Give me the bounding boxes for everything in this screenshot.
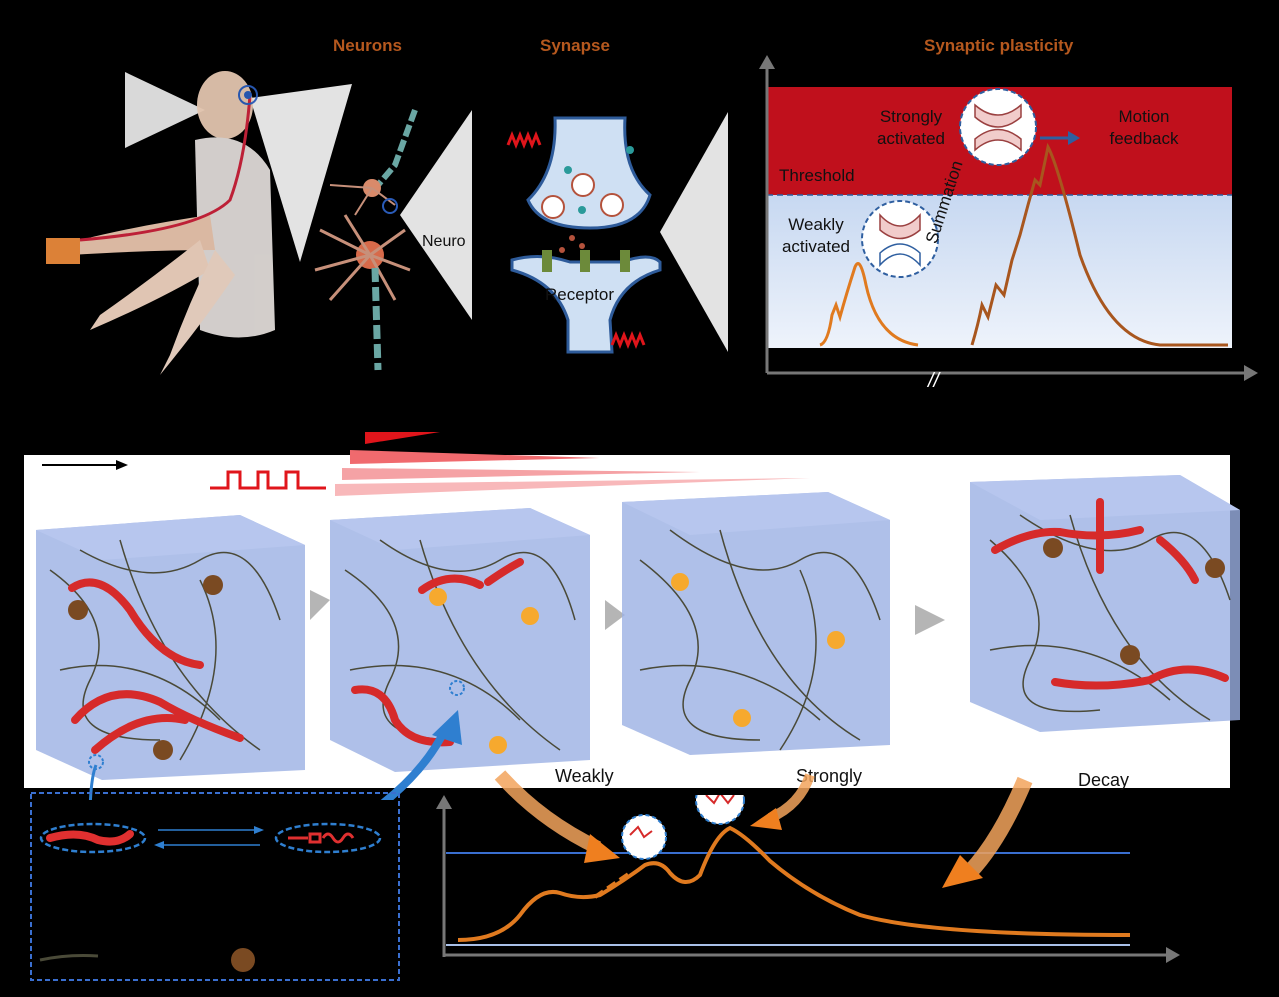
receptor-label: Receptor [545, 285, 614, 304]
coil-state-icon [288, 832, 355, 844]
orange-arrows [494, 770, 1033, 888]
weakly-line1: Weakly [788, 215, 844, 234]
orange-arrow-weak [494, 770, 602, 855]
chevron-right-icon-2 [605, 600, 625, 630]
motion-line1: Motion [1118, 107, 1170, 126]
hydrogel-cube-1 [36, 515, 305, 780]
neuron-cut-label: Neuro [422, 233, 466, 250]
hydrogel-illustration [36, 432, 1240, 800]
strongly-line2: activated [876, 129, 946, 148]
chevron-right-icon-1 [310, 590, 330, 620]
threshold-label: Threshold [779, 166, 855, 185]
hydrogel-cube-2 [330, 508, 590, 772]
strongly-line1: Strongly [879, 107, 943, 126]
callout-triangle-1 [125, 72, 205, 148]
strong-response-curve [970, 142, 1228, 347]
rod-state-icon [46, 830, 134, 846]
blue-curved-arrow [380, 728, 449, 800]
weakly-stage-label: Weakly [555, 766, 614, 786]
weak-response-curve [819, 262, 919, 347]
hydrogel-cube-4 [970, 475, 1240, 732]
strongly-activated-label: Strongly activated [866, 106, 956, 150]
weakly-activated-label: Weakly activated [766, 214, 866, 258]
hydrogel-cube-3 [622, 492, 890, 755]
neuron-illustration [314, 108, 418, 371]
reversible-arrow-icon [154, 841, 164, 849]
axis-break: // [926, 370, 942, 392]
stimulus-wedge-1 [365, 432, 440, 444]
orange-arrow-decay [964, 776, 1033, 878]
coil-state-ellipse [274, 822, 382, 854]
synapse-illustration [506, 116, 662, 354]
weakly-line2: activated [781, 237, 851, 256]
neurons-title: Neurons [333, 36, 402, 55]
pulse-glyph-out [610, 330, 646, 350]
rod-state-ellipse [39, 822, 147, 854]
motion-feedback-label: Motion feedback [1094, 106, 1194, 150]
pulse-train [210, 470, 326, 490]
particle-icon [231, 948, 255, 972]
decay-stage-label: Decay [1078, 770, 1130, 790]
plasticity-chart: // [759, 55, 1258, 392]
polymer-chain-icon [39, 954, 99, 962]
callout-triangle-2 [250, 84, 352, 262]
plasticity-title: Synaptic plasticity [924, 36, 1074, 55]
subthreshold-band [767, 195, 1232, 348]
motion-line2: feedback [1109, 129, 1179, 148]
legend-box [30, 792, 400, 981]
top-left-illustration: Neuro Receptor [46, 71, 728, 375]
callout-triangle-3 [400, 110, 472, 320]
human-figure [46, 71, 275, 375]
synapse-title: Synapse [540, 36, 610, 55]
callout-triangle-4 [660, 112, 728, 352]
pulse-glyph-in [506, 130, 542, 150]
strong-state-inset-icon [695, 795, 745, 825]
response-curve [457, 825, 1131, 942]
response-chart [436, 795, 1180, 963]
arrow-right-icon [1068, 131, 1080, 145]
chevron-right-icon-3 [915, 605, 945, 635]
object-block [46, 238, 80, 264]
